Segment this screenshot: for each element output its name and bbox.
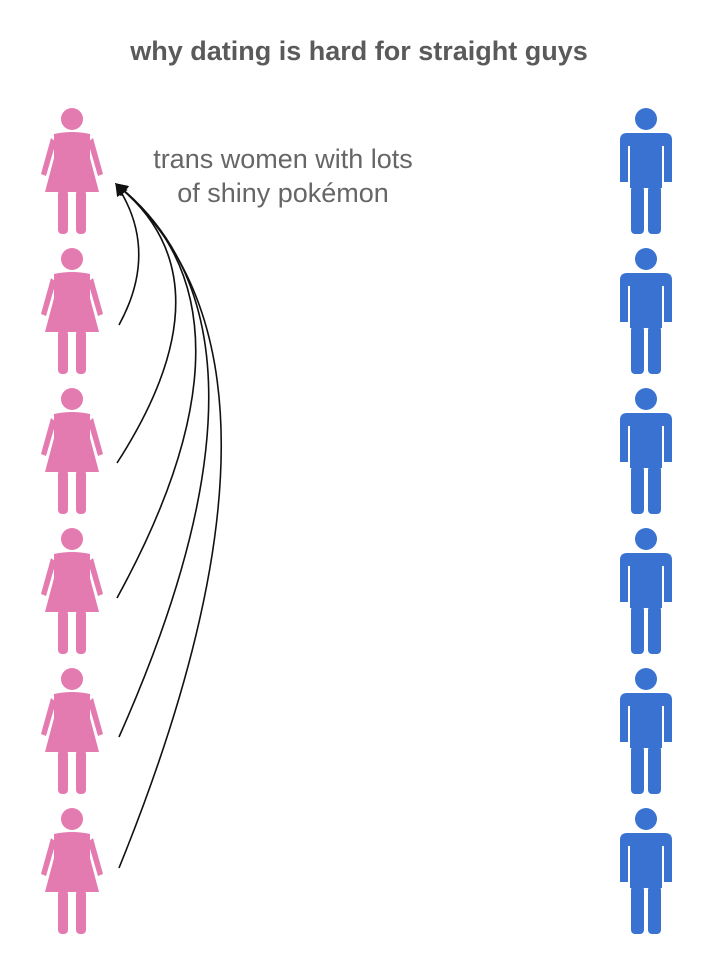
arrow-line <box>115 183 177 464</box>
men-column <box>620 108 672 934</box>
male-figure-icon <box>620 248 672 374</box>
male-figure-icon <box>620 388 672 514</box>
annotation-label: trans women with lots of shiny pokémon <box>128 142 438 210</box>
male-figure-icon <box>620 808 672 934</box>
male-figure-icon <box>620 108 672 234</box>
female-figure-icon <box>41 108 103 234</box>
annotation-line-1: trans women with lots <box>153 144 413 174</box>
female-figure-icon <box>41 388 103 514</box>
female-figure-icon <box>41 668 103 794</box>
female-figure-icon <box>41 808 103 934</box>
arrow-line <box>115 183 223 869</box>
female-figure-icon <box>41 528 103 654</box>
women-column <box>41 108 103 934</box>
arrow-line <box>115 182 140 326</box>
arrow-line <box>114 183 210 738</box>
arrows-group <box>114 182 223 869</box>
male-figure-icon <box>620 528 672 654</box>
annotation-line-2: of shiny pokémon <box>177 178 389 208</box>
page-title: why dating is hard for straight guys <box>130 36 588 66</box>
male-figure-icon <box>620 668 672 794</box>
female-figure-icon <box>41 248 103 374</box>
